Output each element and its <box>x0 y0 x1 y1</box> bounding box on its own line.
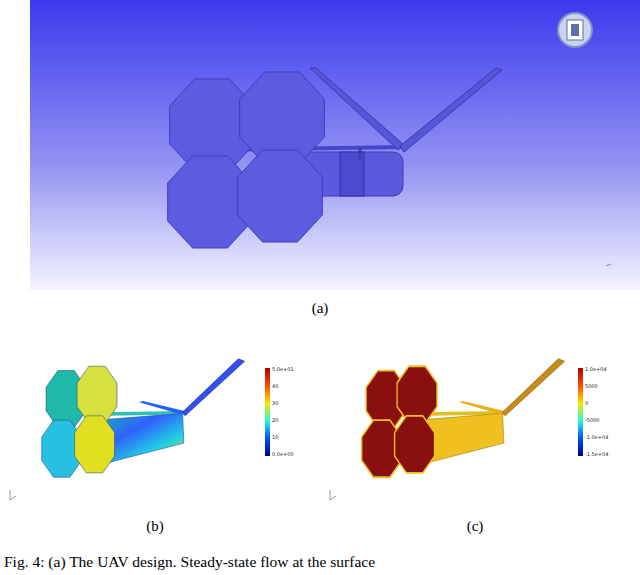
colorbar-tick: 5.0e+01 <box>272 366 294 372</box>
colorbar-tick: 20 <box>272 417 278 423</box>
colorbar-tick: -5000 <box>585 417 600 423</box>
colorbar-tick: 40 <box>272 383 278 389</box>
colorbar-tick: -1.0e+04 <box>585 434 608 440</box>
panel-label: (b) <box>146 518 164 535</box>
colorbar-tick: 0.0e+00 <box>272 451 294 457</box>
colorbar-tick: 5000 <box>585 383 598 389</box>
colorbar-tick: 10 <box>272 434 278 440</box>
colorbar-tick: 30 <box>272 400 278 406</box>
figure-caption: Fig. 4: (a) The UAV design. Steady-state… <box>4 553 375 571</box>
panel-label: (a) <box>312 300 329 317</box>
colorbar-tick: 1.0e+04 <box>585 366 607 372</box>
colorbar-tick: -1.5e+04 <box>585 451 608 457</box>
panel-label: (c) <box>467 518 484 535</box>
colorbar-tick: 0 <box>585 400 588 406</box>
